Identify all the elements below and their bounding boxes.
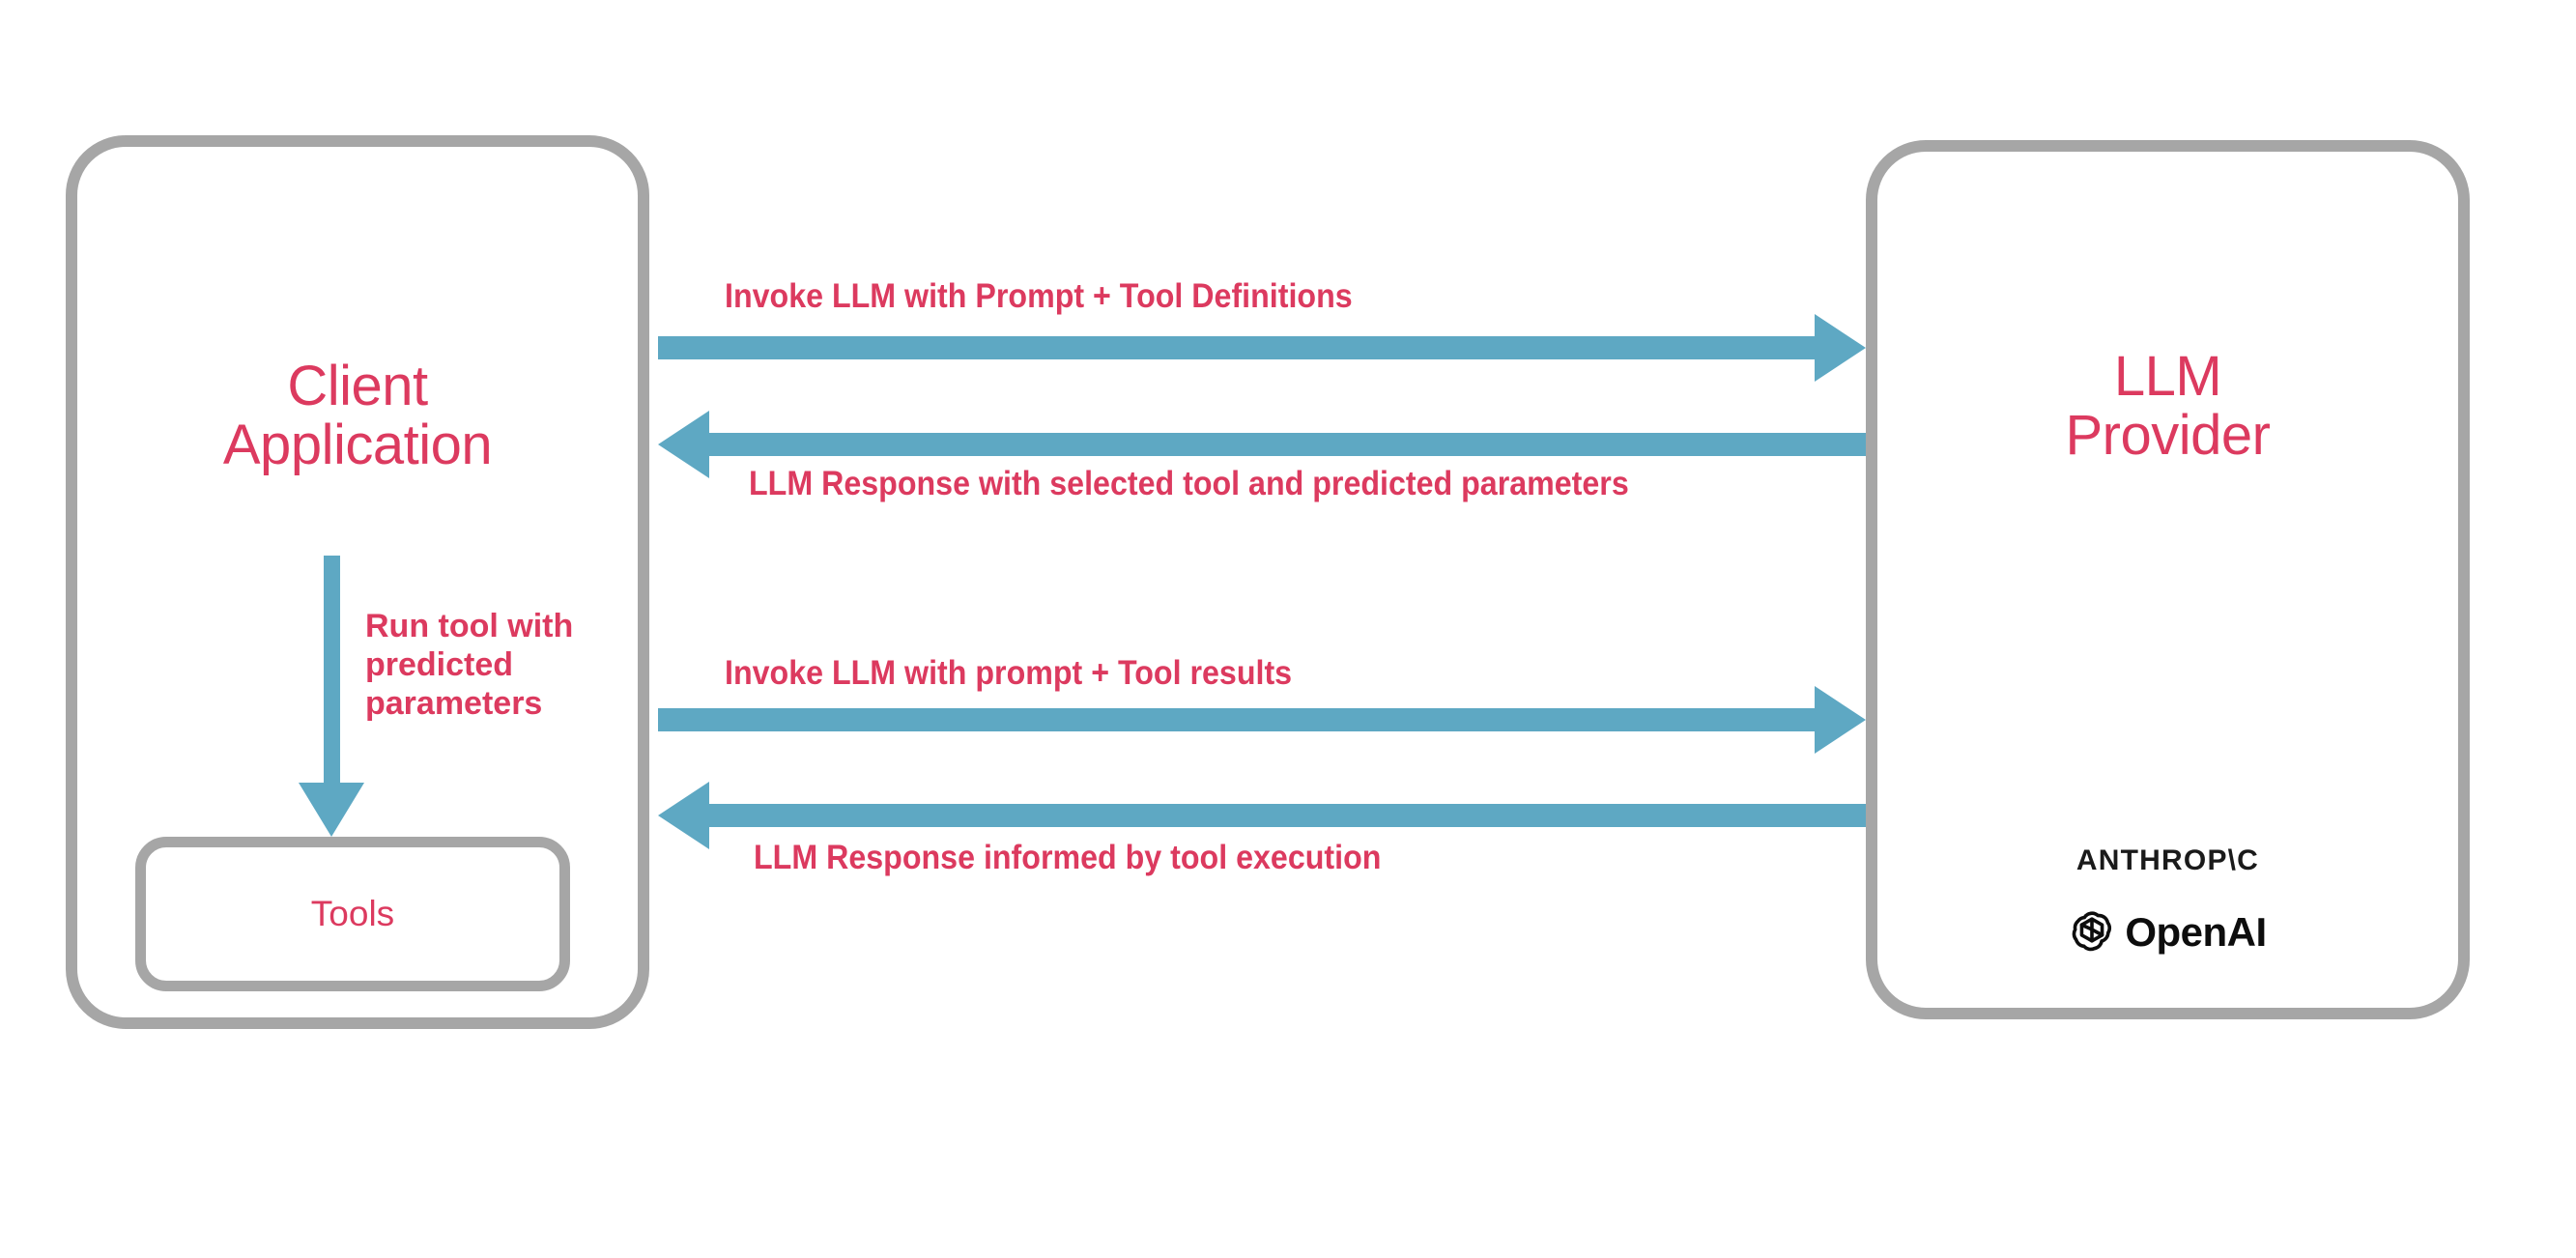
tools-box <box>135 837 570 991</box>
edge-label-invoke-1: Invoke LLM with Prompt + Tool Definition… <box>725 277 1353 315</box>
tools-label: Tools <box>310 894 395 933</box>
edge-label-response-1: LLM Response with selected tool and pred… <box>749 465 1629 502</box>
openai-knot-icon <box>2069 906 2115 958</box>
client-application-title: Client Application <box>222 355 493 476</box>
llm-provider-box <box>1866 140 2470 1019</box>
arrow-invoke-2 <box>658 686 1866 754</box>
openai-logo-group: OpenAI <box>1866 906 2470 958</box>
edge-label-response-2: LLM Response informed by tool execution <box>754 839 1382 876</box>
run-tool-arrow-label: Run tool with predicted parameters <box>365 608 574 723</box>
llm-provider-title: LLM Provider <box>2065 345 2271 467</box>
anthropic-wordmark: ANTHROP\C <box>2075 844 2260 876</box>
openai-wordmark-text: OpenAI <box>2125 908 2267 955</box>
arrow-invoke-1 <box>658 314 1866 382</box>
edge-label-invoke-2: Invoke LLM with prompt + Tool results <box>725 654 1293 692</box>
